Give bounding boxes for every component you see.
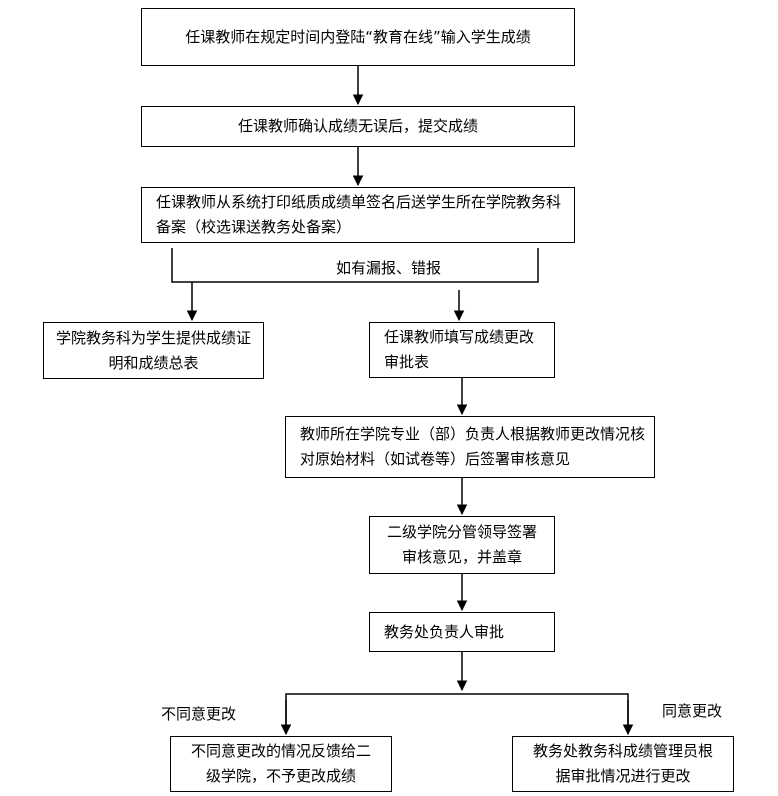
step-leader-review-text: 二级学院分管领导签署审核意见，并盖章 xyxy=(386,523,537,566)
split-line xyxy=(285,693,629,730)
step-dept-review: 教师所在学院专业（部）负责人根据教师更改情况核对原始材料（如试卷等）后签署审核意… xyxy=(285,416,655,478)
step-reject-result: 不同意更改的情况反馈给二级学院，不予更改成绩 xyxy=(170,736,392,792)
step-confirm-text: 任课教师确认成绩无误后，提交成绩 xyxy=(237,117,478,136)
step-print: 任课教师从系统打印纸质成绩单签名后送学生所在学院教务科备案（校选课送教务处备案） xyxy=(141,187,575,243)
branch-bracket xyxy=(171,248,539,283)
step-reject-result-text: 不同意更改的情况反馈给二级学院，不予更改成绩 xyxy=(190,742,371,785)
step-accept-result: 教务处教务科成绩管理员根据审批情况进行更改 xyxy=(512,736,734,792)
label-reject: 不同意更改 xyxy=(161,705,237,723)
step-college-cert: 学院教务科为学生提供成绩证明和成绩总表 xyxy=(43,322,264,379)
step-fill-form-text: 任课教师填写成绩更改审批表 xyxy=(384,328,535,371)
step-dept-review-text: 教师所在学院专业（部）负责人根据教师更改情况核对原始材料（如试卷等）后签署审核意… xyxy=(300,425,646,468)
step-accept-result-text: 教务处教务科成绩管理员根据审批情况进行更改 xyxy=(532,742,713,785)
step-college-cert-text: 学院教务科为学生提供成绩证明和成绩总表 xyxy=(56,328,252,372)
label-error-branch: 如有漏报、错报 xyxy=(336,259,442,277)
step-office-approve: 教务处负责人审批 xyxy=(369,612,555,652)
step-confirm: 任课教师确认成绩无误后，提交成绩 xyxy=(141,106,575,147)
step-login-text: 任课教师在规定时间内登陆“教育在线”输入学生成绩 xyxy=(185,27,531,46)
step-print-text: 任课教师从系统打印纸质成绩单签名后送学生所在学院教务科备案（校选课送教务处备案） xyxy=(156,193,562,236)
step-fill-form: 任课教师填写成绩更改审批表 xyxy=(369,322,555,378)
label-accept: 同意更改 xyxy=(662,702,723,720)
step-office-approve-text: 教务处负责人审批 xyxy=(384,622,505,641)
step-login: 任课教师在规定时间内登陆“教育在线”输入学生成绩 xyxy=(141,8,575,66)
step-leader-review: 二级学院分管领导签署审核意见，并盖章 xyxy=(369,516,555,574)
